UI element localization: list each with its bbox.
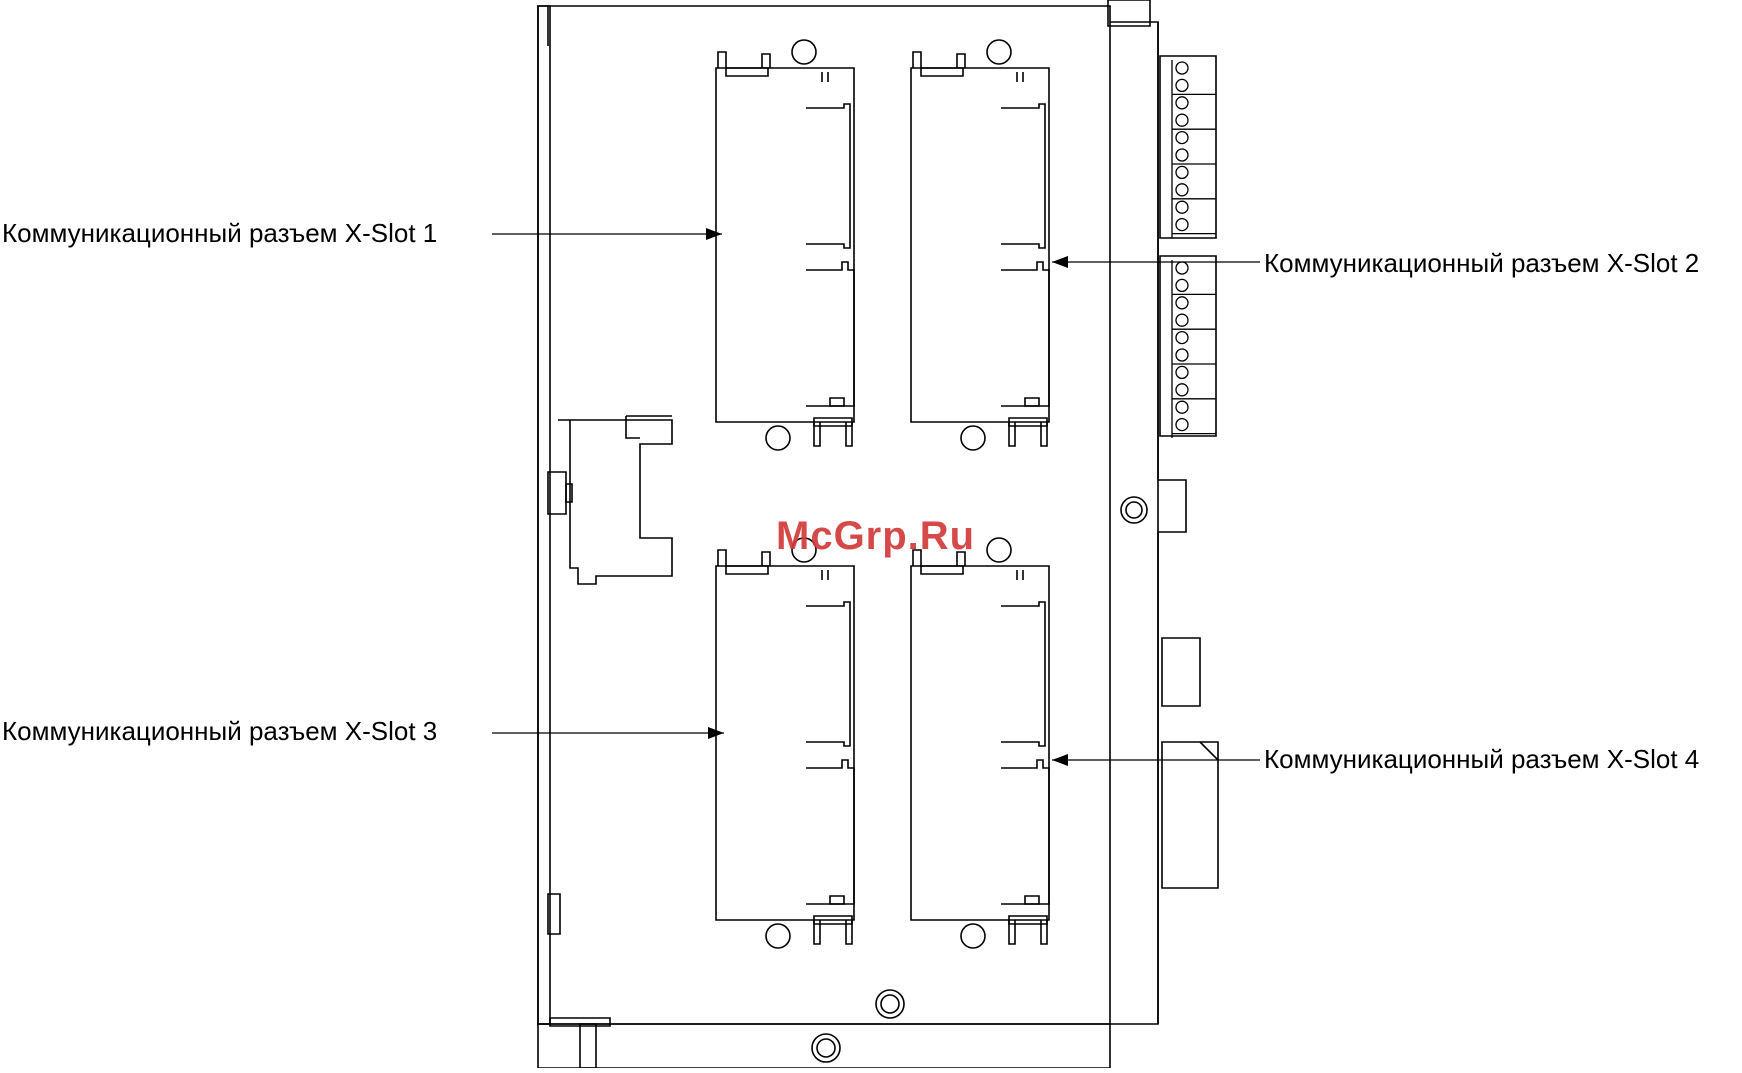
- terminal-pin: [1176, 166, 1188, 178]
- slot3-leader: [492, 727, 724, 739]
- slot1-screw-bottom: [766, 426, 790, 450]
- slot2-leader: [1052, 256, 1260, 268]
- terminal-pin: [1176, 332, 1188, 344]
- terminal-pin: [1176, 79, 1188, 91]
- terminal-pin: [1176, 114, 1188, 126]
- terminal-pin: [1176, 149, 1188, 161]
- slot4-screw-bottom: [961, 924, 985, 948]
- terminal-pin: [1176, 201, 1188, 213]
- terminal-pin: [1176, 279, 1188, 291]
- slot4-leader: [1052, 754, 1260, 766]
- slot3-screw-bottom: [766, 924, 790, 948]
- terminal-pin: [1176, 62, 1188, 74]
- slot3-label: Коммуникационный разъем X-Slot 3: [2, 718, 437, 744]
- slot2-label: Коммуникационный разъем X-Slot 2: [1264, 250, 1699, 276]
- slot1-screw-top: [792, 40, 816, 64]
- terminal-pin: [1176, 97, 1188, 109]
- terminal-pin: [1176, 262, 1188, 274]
- terminal-pin: [1176, 384, 1188, 396]
- slot3-connector: [716, 538, 854, 948]
- slot2-screw-bottom: [961, 426, 985, 450]
- terminal-pin: [1176, 132, 1188, 144]
- slot1-leader: [492, 228, 722, 240]
- side-connector-2: [1162, 742, 1218, 888]
- slot1-connector: [716, 40, 854, 450]
- terminal-pin: [1176, 419, 1188, 431]
- terminal-pin: [1176, 401, 1188, 413]
- slot2-connector: [911, 40, 1049, 450]
- housing-left-rail: [538, 6, 550, 1024]
- din-clip: [558, 420, 672, 584]
- terminal-pin: [1176, 184, 1188, 196]
- terminal-pin: [1176, 219, 1188, 231]
- right-panel-outline: [1110, 22, 1186, 1024]
- terminal-pin: [1176, 297, 1188, 309]
- slot1-label: Коммуникационный разъем X-Slot 1: [2, 220, 437, 246]
- terminal-pin: [1176, 314, 1188, 326]
- terminal-pin: [1176, 349, 1188, 361]
- slot2-screw-top: [987, 40, 1011, 64]
- watermark: McGrp.Ru: [776, 514, 975, 559]
- terminal-pin: [1176, 366, 1188, 378]
- side-connector-1: [1162, 638, 1200, 706]
- slot4-label: Коммуникационный разъем X-Slot 4: [1264, 746, 1699, 772]
- slot4-screw-top: [987, 538, 1011, 562]
- side-screw: [1121, 497, 1147, 523]
- slot4-connector: [911, 538, 1049, 948]
